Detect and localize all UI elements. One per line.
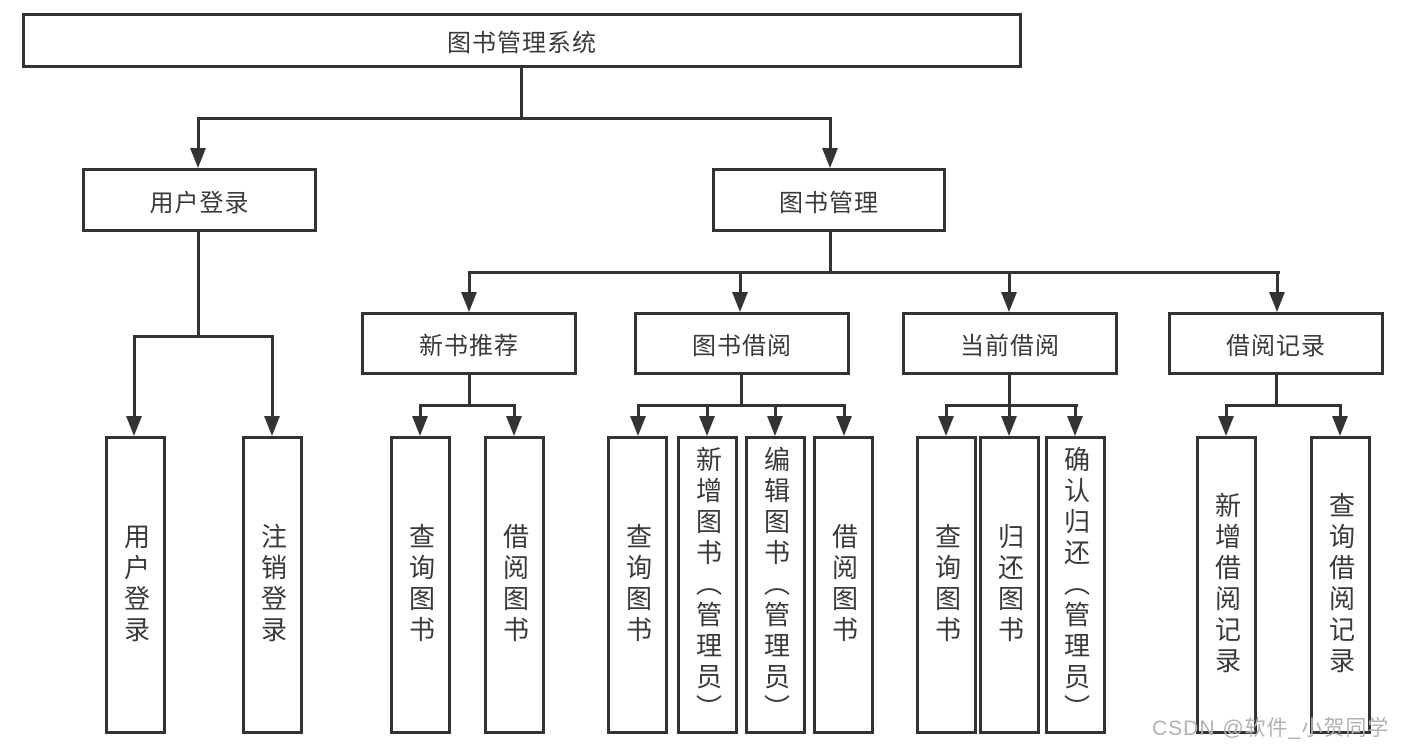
node-borrow-records-label: 借阅记录 — [1226, 333, 1326, 360]
leaf-logout: 注销登录 — [242, 436, 303, 734]
connector-line — [197, 232, 200, 338]
node-book-borrow: 图书借阅 — [634, 312, 850, 375]
connector-line — [706, 404, 709, 418]
connector-line — [774, 404, 777, 418]
connector-line — [1225, 404, 1342, 407]
node-borrow-records: 借阅记录 — [1168, 312, 1384, 375]
leaf-label: 查询图书 — [405, 523, 436, 647]
leaf-label: 用户登录 — [120, 523, 151, 647]
leaf-label: 编辑图书（管理员） — [760, 445, 791, 725]
leaf-label: 新增图书（管理员） — [692, 445, 723, 725]
arrowhead-icon — [126, 416, 142, 436]
connector-line — [843, 404, 846, 418]
leaf-query-borrow-record: 查询借阅记录 — [1310, 436, 1371, 734]
connector-line — [133, 335, 274, 338]
arrowhead-icon — [822, 148, 838, 168]
connector-line — [1008, 271, 1011, 293]
leaf-label: 新增借阅记录 — [1211, 492, 1242, 678]
connector-line — [197, 117, 832, 120]
arrowhead-icon — [836, 416, 852, 436]
connector-line — [829, 232, 832, 274]
connector-line — [945, 404, 1078, 407]
node-current-borrow: 当前借阅 — [902, 312, 1118, 375]
connector-line — [468, 271, 471, 293]
leaf-label: 查询图书 — [622, 523, 653, 647]
connector-line — [419, 404, 516, 407]
connector-line — [637, 404, 846, 407]
connector-line — [1276, 271, 1279, 293]
leaf-label: 查询图书 — [931, 523, 962, 647]
arrowhead-icon — [1332, 416, 1348, 436]
node-new-book-recommend: 新书推荐 — [361, 312, 577, 375]
arrowhead-icon — [1001, 292, 1017, 312]
connector-line — [271, 335, 274, 418]
node-book-management: 图书管理 — [712, 168, 946, 232]
connector-line — [1275, 375, 1278, 407]
connector-line — [513, 404, 516, 418]
node-current-borrow-label: 当前借阅 — [960, 333, 1060, 360]
arrowhead-icon — [190, 148, 206, 168]
arrowhead-icon — [938, 416, 954, 436]
leaf-edit-books-admin: 编辑图书（管理员） — [745, 436, 806, 734]
node-book-borrow-label: 图书借阅 — [692, 333, 792, 360]
leaf-add-borrow-record: 新增借阅记录 — [1196, 436, 1257, 734]
arrowhead-icon — [699, 416, 715, 436]
connector-line — [945, 404, 948, 418]
leaf-query-books-recommend: 查询图书 — [390, 436, 451, 734]
connector-line — [468, 271, 1280, 274]
leaf-user-login: 用户登录 — [105, 436, 166, 734]
arrowhead-icon — [1001, 416, 1017, 436]
connector-line — [829, 117, 832, 150]
arrowhead-icon — [461, 292, 477, 312]
node-root-label: 图书管理系统 — [447, 30, 597, 57]
watermark: CSDN @软件_小贺同学 — [1152, 717, 1390, 740]
node-root: 图书管理系统 — [22, 13, 1022, 68]
connector-line — [1074, 404, 1077, 418]
leaf-borrow-books: 借阅图书 — [813, 436, 874, 734]
connector-line — [1008, 404, 1011, 418]
leaf-confirm-return-admin: 确认归还（管理员） — [1045, 436, 1106, 734]
leaf-label: 借阅图书 — [828, 523, 859, 647]
leaf-label: 确认归还（管理员） — [1060, 445, 1091, 725]
arrowhead-icon — [1218, 416, 1234, 436]
arrowhead-icon — [506, 416, 522, 436]
arrowhead-icon — [630, 416, 646, 436]
connector-line — [1008, 375, 1011, 407]
connector-line — [637, 404, 640, 418]
leaf-label: 归还图书 — [994, 523, 1025, 647]
arrowhead-icon — [767, 416, 783, 436]
node-user-login: 用户登录 — [82, 168, 317, 232]
arrowhead-icon — [1067, 416, 1083, 436]
arrowhead-icon — [732, 292, 748, 312]
connector-line — [520, 68, 523, 118]
arrowhead-icon — [412, 416, 428, 436]
node-new-book-recommend-label: 新书推荐 — [419, 333, 519, 360]
leaf-label: 借阅图书 — [499, 523, 530, 647]
connector-line — [740, 375, 743, 407]
leaf-query-books-current: 查询图书 — [916, 436, 977, 734]
leaf-return-books: 归还图书 — [979, 436, 1040, 734]
leaf-add-books-admin: 新增图书（管理员） — [677, 436, 738, 734]
node-book-management-label: 图书管理 — [779, 189, 879, 217]
connector-line — [1225, 404, 1228, 418]
leaf-borrow-books-recommend: 借阅图书 — [484, 436, 545, 734]
connector-line — [133, 335, 136, 418]
connector-line — [197, 117, 200, 150]
arrowhead-icon — [264, 416, 280, 436]
node-user-login-label: 用户登录 — [149, 189, 250, 217]
connector-line — [419, 404, 422, 418]
leaf-label: 查询借阅记录 — [1325, 492, 1356, 678]
connector-line — [1339, 404, 1342, 418]
connector-line — [739, 271, 742, 293]
leaf-label: 注销登录 — [257, 523, 288, 647]
connector-line — [468, 375, 471, 407]
arrowhead-icon — [1269, 292, 1285, 312]
leaf-query-books-borrow: 查询图书 — [607, 436, 668, 734]
